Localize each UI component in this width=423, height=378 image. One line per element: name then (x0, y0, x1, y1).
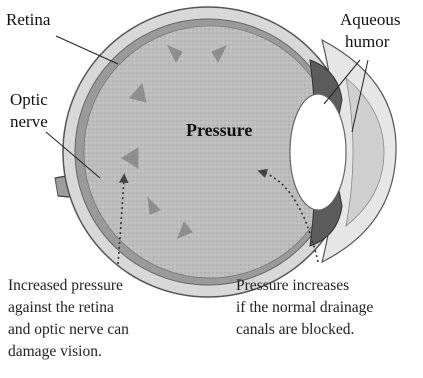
right-caption-line: Pressure increases (236, 276, 349, 296)
aqueous-humor-label-line2: humor (345, 32, 389, 52)
right-caption-line: canals are blocked. (236, 320, 354, 340)
optic-nerve-label-line1: Optic (10, 90, 48, 110)
left-caption-line: and optic nerve can (8, 320, 129, 340)
retina-label: Retina (6, 10, 50, 30)
left-caption-line: damage vision. (8, 342, 102, 362)
left-caption-line: against the retina (8, 298, 114, 318)
optic-nerve-label-line2: nerve (10, 112, 48, 132)
lens (290, 94, 346, 210)
aqueous-humor-label-line1: Aqueous (340, 10, 400, 30)
pressure-label: Pressure (186, 120, 252, 140)
left-caption-line: Increased pressure (8, 276, 123, 296)
right-caption-line: if the normal drainage (236, 298, 373, 318)
